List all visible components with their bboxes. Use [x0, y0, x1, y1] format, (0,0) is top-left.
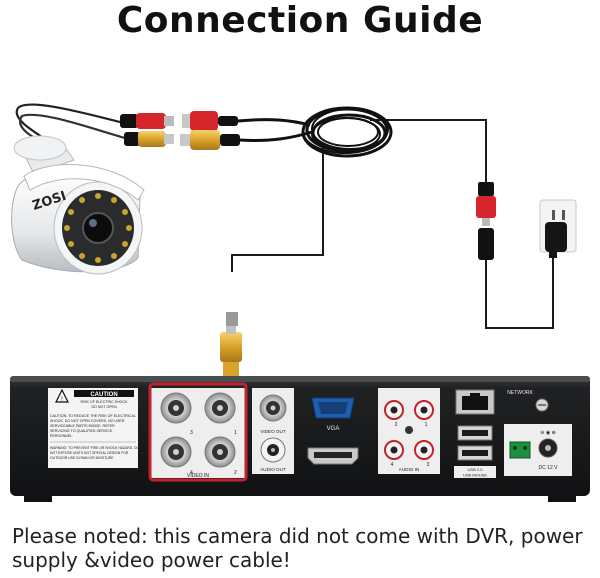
network-label: NETWORK [507, 390, 533, 396]
vga-label: VGA [327, 426, 340, 432]
warning-line: NOT EXPOSE UNITS NOT SPECIAL DESIGN FOR [50, 451, 129, 455]
audio-in-port[interactable] [414, 440, 434, 460]
video-in-number: 2 [234, 470, 237, 476]
audio-in-port[interactable] [384, 400, 404, 420]
svg-text:!: ! [61, 397, 63, 403]
vga-port[interactable] [311, 397, 355, 419]
audio-in-number: 4 [391, 462, 394, 468]
caution-line: SERVICING TO QUALIFIED SERVICE [50, 429, 113, 433]
coiled-extension-cable [301, 106, 393, 158]
ground-screw-icon [535, 398, 549, 412]
dvr-recorder: ! CAUTION RISK OF ELECTRIC SHOCK DO NOT … [10, 376, 590, 502]
caution-line: SHOCK, DO NOT OPEN COVERS. NO USER [50, 419, 125, 423]
io-panel: USB 2.0 USB MOUSE [454, 389, 496, 478]
alarm-terminal-block[interactable] [509, 441, 531, 459]
extension-cable-lead [237, 118, 313, 142]
usb-port[interactable] [457, 425, 493, 441]
extension-rca-end [182, 111, 238, 131]
page-title: Connection Guide [116, 0, 484, 41]
video-in-number: 1 [234, 430, 237, 436]
footer-note: Please noted: this camera did not come w… [12, 524, 583, 572]
video-in-port[interactable] [204, 392, 236, 424]
av-out-panel: VIDEO OUT AUDIO OUT [252, 388, 294, 474]
audio-in-number: 3 [427, 462, 430, 468]
power-cable [370, 119, 554, 329]
usb-mouse-label: USB MOUSE [463, 473, 487, 478]
usb-label: USB 2.0 [468, 467, 484, 472]
dc-power-port[interactable] [538, 438, 558, 458]
power-panel: NETWORK DC 12 V ⊖ ◉ ⊕ [504, 390, 572, 476]
network-port[interactable] [455, 389, 495, 415]
video-in-port[interactable] [204, 436, 236, 468]
video-in-port[interactable] [160, 392, 192, 424]
dc-power-plug [476, 182, 496, 260]
rca-power-connector [120, 113, 174, 129]
video-in-number: 4 [190, 470, 193, 476]
extension-bnc-end [180, 130, 240, 150]
audio-in-number: 1 [425, 422, 428, 428]
audio-out-port[interactable] [260, 437, 286, 463]
video-in-number: 3 [190, 430, 193, 436]
video-cable [231, 146, 324, 272]
audio-in-port[interactable] [414, 400, 434, 420]
hdmi-port[interactable] [307, 447, 359, 465]
audio-out-label: AUDIO OUT [260, 467, 286, 472]
video-in-highlight [148, 382, 248, 482]
audio-in-port[interactable] [384, 440, 404, 460]
caution-label: ! CAUTION RISK OF ELECTRIC SHOCK DO NOT … [48, 388, 140, 468]
caution-sub-1: RISK OF ELECTRIC SHOCK [81, 400, 129, 404]
video-in-panel: 3 1 4 2 VIDEO IN [148, 382, 248, 482]
caution-line: CAUTION: TO REDUCE THE RISK OF ELECTRICA… [50, 414, 136, 418]
video-in-port[interactable] [160, 436, 192, 468]
polarity-icon: ⊖ ◉ ⊕ [540, 430, 556, 436]
bnc-video-connector [124, 131, 174, 147]
audio-in-number: 2 [395, 422, 398, 428]
video-out-port[interactable] [259, 394, 287, 422]
display-out-panel: VGA [307, 397, 359, 465]
caution-line: PERSONNEL. [50, 434, 73, 438]
usb-port[interactable] [457, 445, 493, 461]
connection-diagram: ZOSI ! CAUTION RISK OF ELECTRIC SHOCK DO… [10, 103, 590, 502]
warning-line: OUTDOOR USE IN RAIN OR MOISTURE [50, 456, 114, 460]
video-in-label: VIDEO IN [187, 473, 209, 479]
audio-in-panel: 2 1 4 3 AUDIO IN [378, 388, 440, 474]
video-out-label: VIDEO OUT [260, 429, 285, 434]
bullet-camera: ZOSI [11, 135, 145, 275]
bnc-dvr-connector [220, 312, 242, 376]
caution-line: SERVICEABLE PARTS INSIDE. REFER [50, 424, 115, 428]
caution-sub-2: DO NOT OPEN [91, 405, 116, 409]
caution-heading: CAUTION [90, 392, 117, 398]
dc-label: DC 12 V [539, 465, 559, 471]
wall-power-adapter [539, 199, 577, 258]
warning-line: WARNING: TO PREVENT FIRE OR SHOCK HAZARD… [50, 446, 140, 450]
audio-in-label: AUDIO IN [399, 467, 419, 472]
